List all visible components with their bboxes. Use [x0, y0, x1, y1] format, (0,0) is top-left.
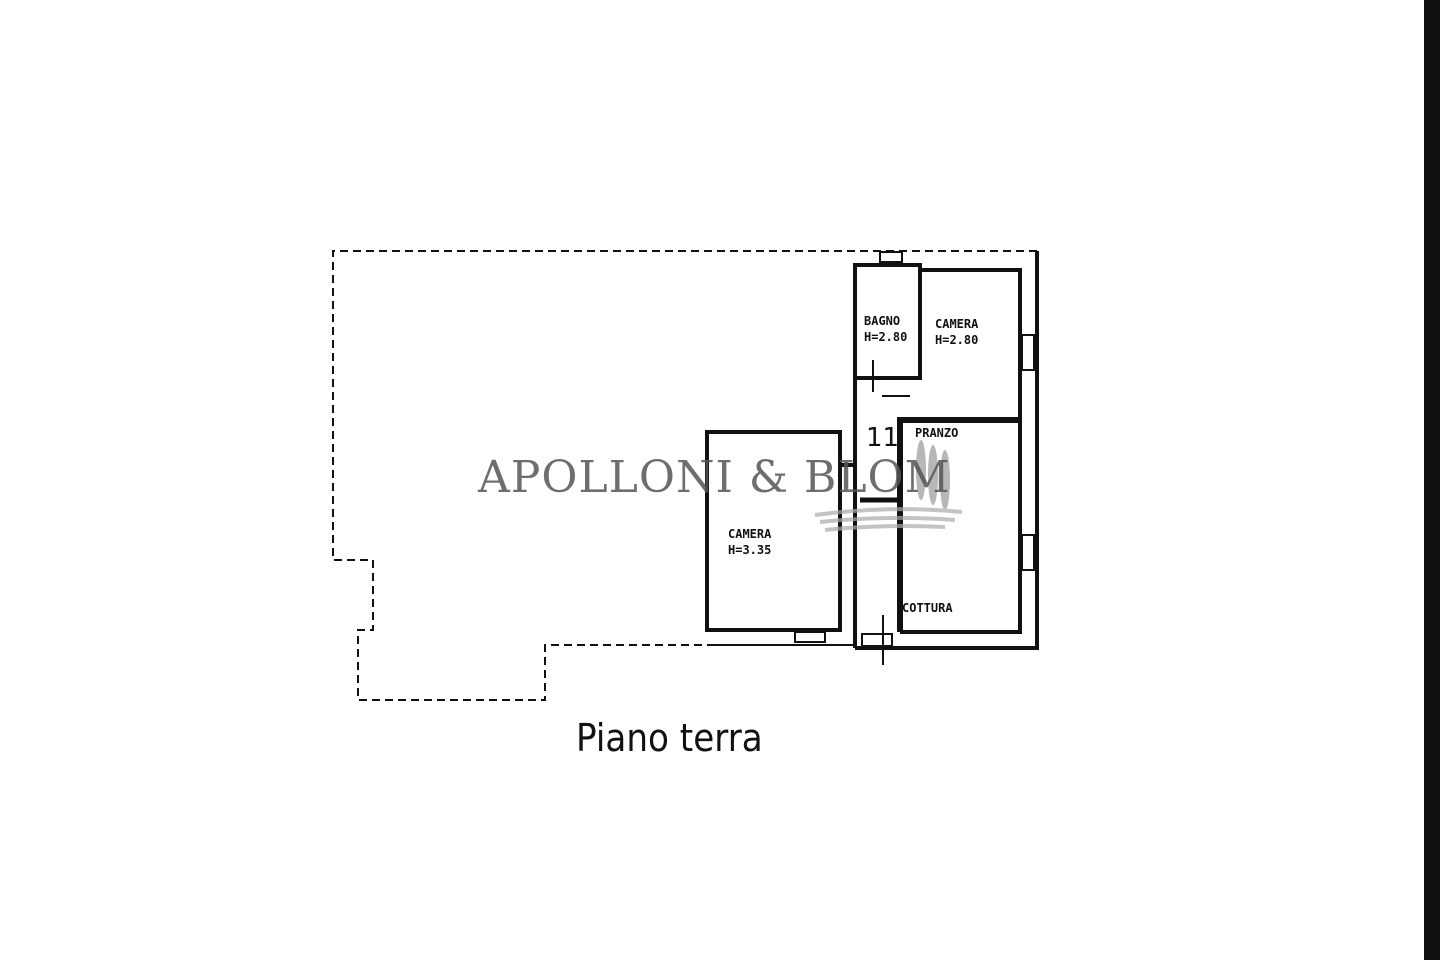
- room-label-bagno: BAGNO: [864, 314, 900, 328]
- stair-mark: 11: [866, 423, 899, 453]
- door-marks: [872, 360, 910, 665]
- room-label-camera-2: CAMERA: [728, 527, 772, 541]
- watermark-logo-icon: [814, 440, 963, 532]
- room-label-pranzo: PRANZO: [915, 426, 958, 440]
- room-label-camera-1: CAMERA: [935, 317, 979, 331]
- room-height-camera-2: H=3.35: [728, 543, 771, 557]
- watermark-text: APOLLONI & BLOM: [478, 452, 951, 503]
- room-height-bagno: H=2.80: [864, 330, 907, 344]
- room-height-camera-1: H=2.80: [935, 333, 978, 347]
- outdoor-boundary-dashed: [332, 250, 1037, 701]
- windows: [794, 251, 1035, 647]
- scan-edge: [1424, 0, 1440, 960]
- floor-title: Piano terra: [576, 716, 763, 760]
- walls: [705, 251, 1039, 650]
- room-label-cottura: COTTURA: [902, 601, 953, 615]
